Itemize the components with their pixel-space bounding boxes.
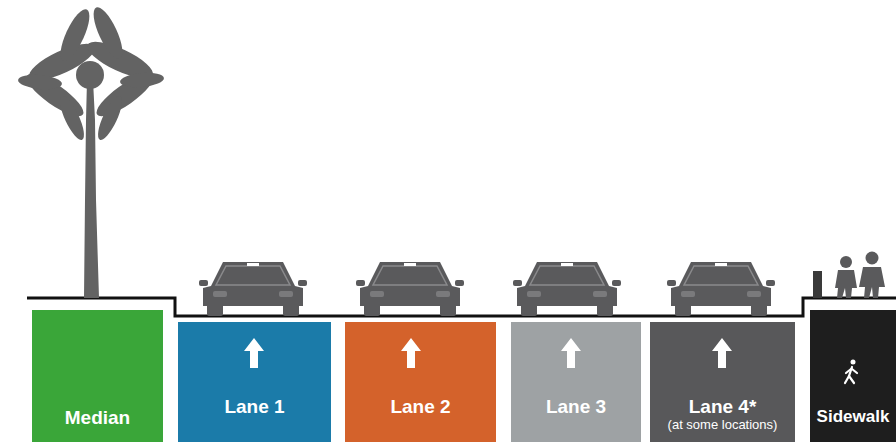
band-label: Median [65, 408, 130, 429]
palm-tree [17, 4, 164, 298]
walk-icon [845, 360, 857, 384]
band-label: Lane 3 [546, 397, 606, 418]
direction-arrow [561, 338, 581, 368]
lane-band: Lane 4*(at some locations) [650, 322, 795, 442]
lane-band: Lane 3 [511, 322, 641, 442]
median-band: Median [32, 310, 163, 442]
band-label: Lane 2 [390, 397, 450, 418]
lane-band: Lane 1 [178, 322, 331, 442]
direction-arrow [244, 338, 264, 368]
car-icon [667, 262, 775, 316]
car-icon [356, 262, 464, 316]
band-label: Lane 4* [689, 397, 757, 418]
car-icons [199, 262, 775, 316]
band-label: Lane 1 [224, 397, 284, 418]
car-icon [199, 262, 307, 316]
sidewalk-band: Sidewalk [810, 310, 896, 442]
pedestrians [835, 252, 885, 299]
car-icon [513, 262, 621, 316]
lane-band: Lane 2 [345, 322, 496, 442]
band-note: (at some locations) [668, 418, 778, 432]
direction-arrow [401, 338, 421, 368]
band-label: Sidewalk [817, 408, 890, 427]
bollard [813, 271, 822, 298]
direction-arrows [244, 338, 732, 368]
direction-arrow [712, 338, 732, 368]
